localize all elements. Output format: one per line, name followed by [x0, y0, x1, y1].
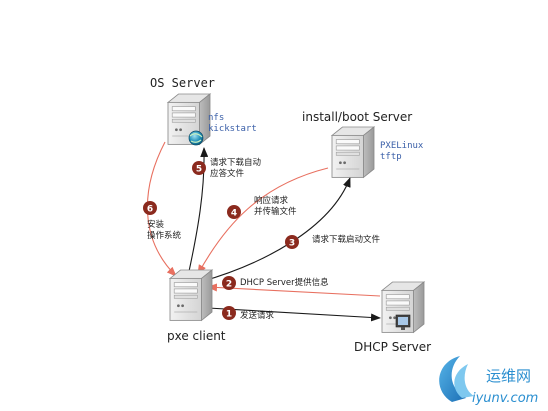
step-number-1: 1 — [226, 310, 232, 320]
step-4: 4 响应请求 并传输文件 — [227, 195, 297, 219]
step-label-6-line-2: 操作系统 — [147, 230, 182, 241]
watermark-url: iyunv.com — [472, 391, 538, 406]
watermark: 运维网 iyunv.com — [439, 356, 538, 406]
step-3: 3 请求下载启动文件 — [285, 234, 381, 249]
install-server-service-2: tftp — [380, 152, 402, 162]
pxe-client-label: pxe client — [167, 329, 226, 343]
step-badge-6 — [143, 201, 157, 215]
install-server-icon — [331, 126, 375, 178]
step-label-6-line-1: 安装 — [147, 219, 165, 230]
step-number-4: 4 — [231, 209, 237, 219]
os-server-label: OS Server — [150, 76, 215, 90]
step-number-2: 2 — [226, 280, 232, 290]
step-number-5: 5 — [196, 165, 202, 175]
step-1: 1 发送请求 — [222, 306, 275, 321]
dhcp-server: DHCP Server — [354, 281, 431, 354]
step-2: 2 DHCP Server提供信息 — [222, 276, 329, 290]
arrow-step-3 — [199, 177, 351, 283]
step-badge-1 — [222, 306, 236, 320]
pxe-client-icon — [169, 269, 213, 321]
arrow-step-1 — [207, 307, 381, 322]
os-server: OS Server nfs kickstart — [150, 76, 257, 146]
step-5: 5 请求下载自动 应答文件 — [192, 157, 262, 179]
monitor-icon — [395, 314, 411, 330]
globe-icon — [188, 130, 204, 146]
step-label-5-line-2: 应答文件 — [210, 168, 245, 179]
dhcp-server-label: DHCP Server — [354, 340, 431, 354]
step-badge-5 — [192, 161, 206, 175]
step-badge-4 — [227, 205, 241, 219]
step-label-1: 发送请求 — [240, 310, 275, 321]
step-number-6: 6 — [147, 205, 153, 215]
install-boot-server: install/boot Server PXELinux tftp — [302, 110, 424, 178]
step-label-4-line-2: 并传输文件 — [254, 206, 297, 217]
install-server-label: install/boot Server — [302, 110, 412, 124]
arrow-step-2 — [207, 283, 381, 297]
watermark-text: 运维网 — [486, 367, 531, 385]
step-label-5-line-1: 请求下载自动 — [210, 157, 262, 168]
step-badge-3 — [285, 235, 299, 249]
arrow-step-4 — [197, 167, 329, 275]
pxe-client: pxe client — [167, 269, 226, 343]
step-badge-2 — [222, 276, 236, 290]
step-label-3: 请求下载启动文件 — [312, 234, 381, 245]
os-server-service-1: nfs — [208, 113, 224, 123]
os-server-service-2: kickstart — [208, 124, 257, 134]
watermark-logo-icon — [439, 356, 474, 402]
step-label-4-line-1: 响应请求 — [254, 195, 289, 206]
arrow-step-5 — [187, 147, 209, 277]
step-label-2: DHCP Server提供信息 — [240, 277, 329, 288]
step-number-3: 3 — [289, 239, 295, 249]
step-6: 6 安装 操作系统 — [143, 201, 182, 241]
install-server-service-1: PXELinux — [380, 141, 424, 151]
